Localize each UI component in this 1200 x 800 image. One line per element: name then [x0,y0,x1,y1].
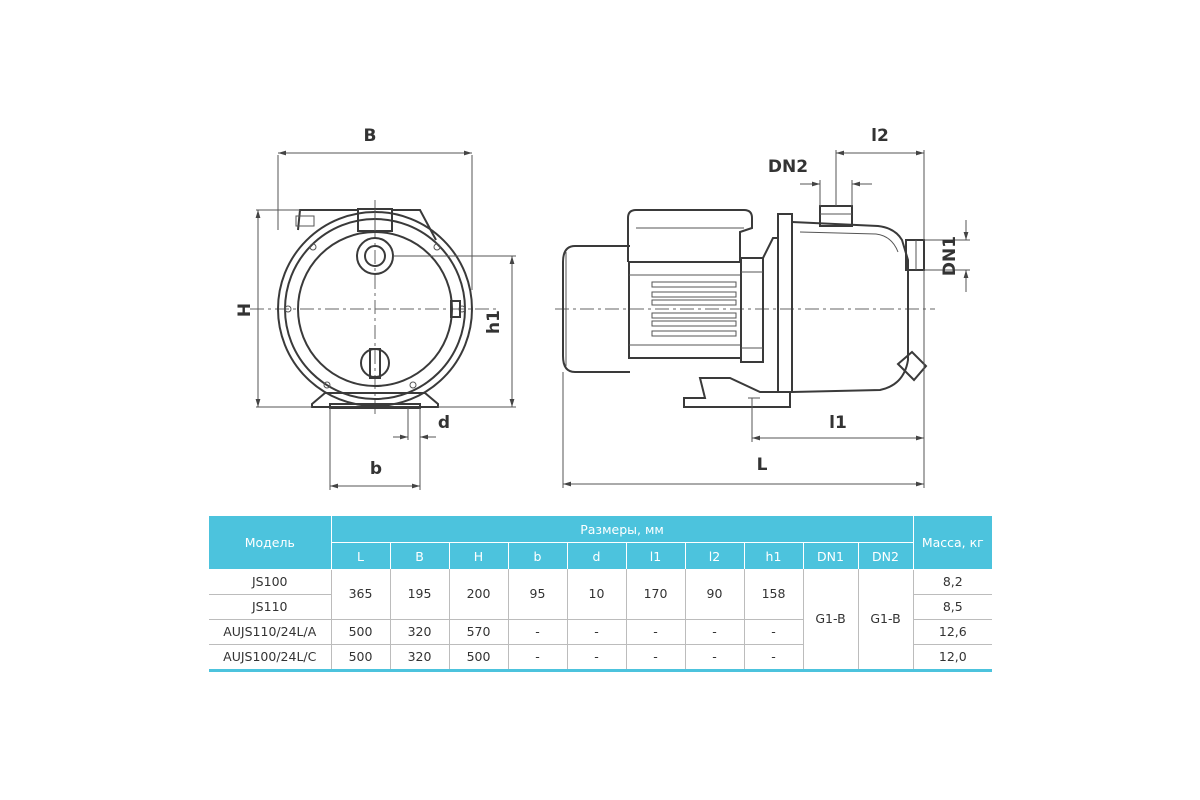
dim-label-h1: h1 [484,310,504,334]
cell-L: 500 [330,644,391,672]
cell-l1: - [625,619,686,645]
dim-label-b: b [370,459,382,479]
cell-d: 10 [566,569,627,620]
cell-b: - [507,644,568,672]
cell-DN1-shared: G1-B [802,569,859,672]
table-row: AUJS100/24L/C 500 320 500 - - - - - 12,0 [209,644,993,672]
cell-model: AUJS110/24L/A [209,619,332,645]
dim-label-d: d [438,413,450,433]
cell-l2: - [684,644,745,672]
cell-mass: 12,0 [912,644,993,672]
dim-label-l1: l1 [829,413,847,433]
cell-mass: 8,5 [912,594,993,620]
col-header-b: b [507,542,568,569]
cell-DN2-shared: G1-B [857,569,914,672]
dim-label-H: H [235,303,255,317]
cell-l1: 170 [625,569,686,620]
col-header-l1: l1 [625,542,686,569]
dim-label-L: L [757,455,768,475]
header-dimensions: Размеры, мм [330,516,914,543]
cell-L: 500 [330,619,391,645]
dim-label-l2: l2 [871,126,889,146]
cell-d: - [566,644,627,672]
spec-table: Модель Размеры, мм Масса, кг L B H b d l… [209,516,993,672]
cell-h1: - [743,619,804,645]
motor-fins [651,281,737,337]
col-header-L: L [331,542,391,569]
cell-model: AUJS100/24L/C [209,644,332,672]
cell-h1: 158 [743,569,804,620]
cell-model: JS100 [209,569,332,595]
cell-H: 500 [448,644,509,672]
cell-d: - [566,619,627,645]
dim-label-DN1: DN1 [940,236,960,276]
col-header-DN2: DN2 [857,542,914,569]
dim-label-B: B [364,126,377,146]
col-header-d: d [566,542,627,569]
cell-mass: 12,6 [912,619,993,645]
front-view: B H h1 d b [235,126,516,490]
cell-b: 95 [507,569,568,620]
cell-model: JS110 [209,594,332,620]
table-row: JS100 365 195 200 95 10 170 90 158 G1-B … [209,569,993,672]
cell-L: 365 [330,569,391,620]
table-row: AUJS110/24L/A 500 320 570 - - - - - 12,6 [209,619,993,645]
cell-B: 320 [389,619,450,645]
cell-b: - [507,619,568,645]
cell-l2: - [684,619,745,645]
col-header-H: H [448,542,509,569]
cell-H: 200 [448,569,509,620]
pump-drawing: B H h1 d b [235,126,970,490]
col-header-DN1: DN1 [802,542,859,569]
cell-l2: 90 [684,569,745,620]
table-row: JS110 8,5 [209,594,993,620]
side-view: DN2 l2 DN1 l1 L [555,126,970,488]
cell-B: 320 [389,644,450,672]
col-header-B: B [389,542,450,569]
cell-mass: 8,2 [912,569,993,595]
col-header-h1: h1 [743,542,804,569]
cell-h1: - [743,644,804,672]
cell-B: 195 [389,569,450,620]
dim-label-DN2: DN2 [768,157,808,177]
cell-H: 570 [448,619,509,645]
header-mass: Масса, кг [912,516,993,570]
col-header-l2: l2 [684,542,745,569]
cell-l1: - [625,644,686,672]
header-model: Модель [209,516,332,570]
